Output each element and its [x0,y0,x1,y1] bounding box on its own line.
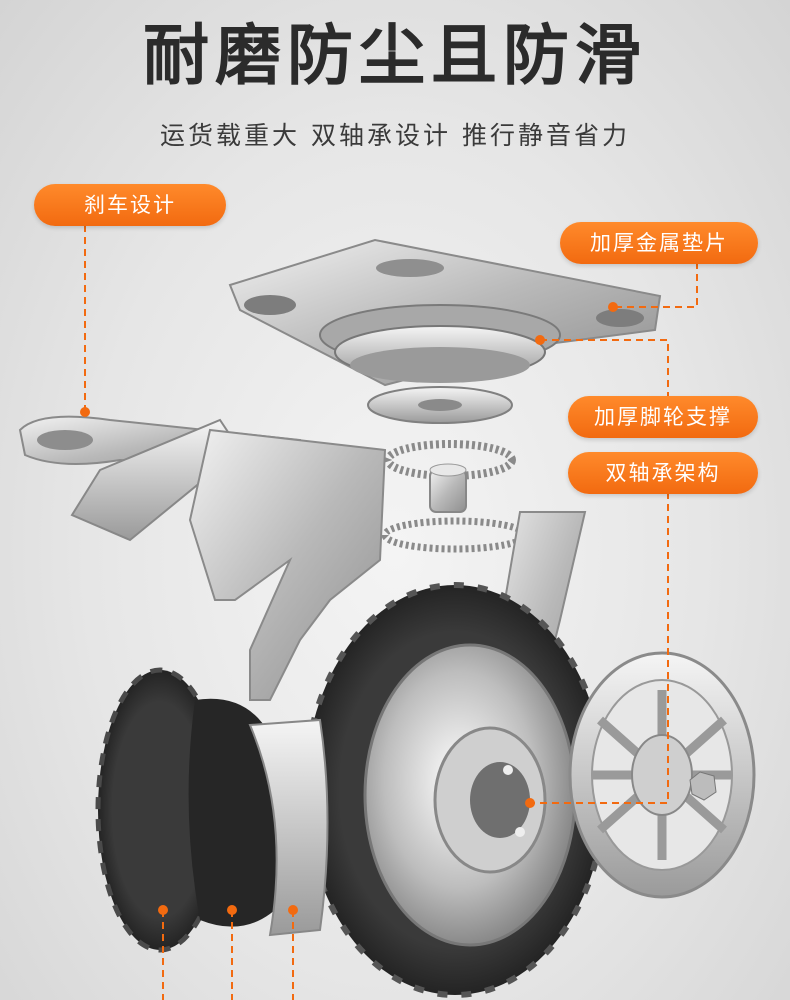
bearing-stack [367,386,529,553]
callout-caster-bracket: 加厚脚轮支撑 [568,396,758,438]
callout-leaders [84,225,698,1000]
page-subtitle: 运货载重大 双轴承设计 推行静音省力 [160,121,630,150]
callout-dots [80,302,618,915]
callout-brake-design: 刹车设计 [34,184,226,226]
mounting-plate [228,238,662,387]
side-hub-cover [568,651,756,899]
callout-dual-bearing: 双轴承架构 [568,452,758,494]
page-title: 耐磨防尘且防滑 [143,17,647,94]
main-wheel [302,582,608,998]
tire-layers [95,667,329,953]
callout-metal-plate: 加厚金属垫片 [560,222,758,264]
